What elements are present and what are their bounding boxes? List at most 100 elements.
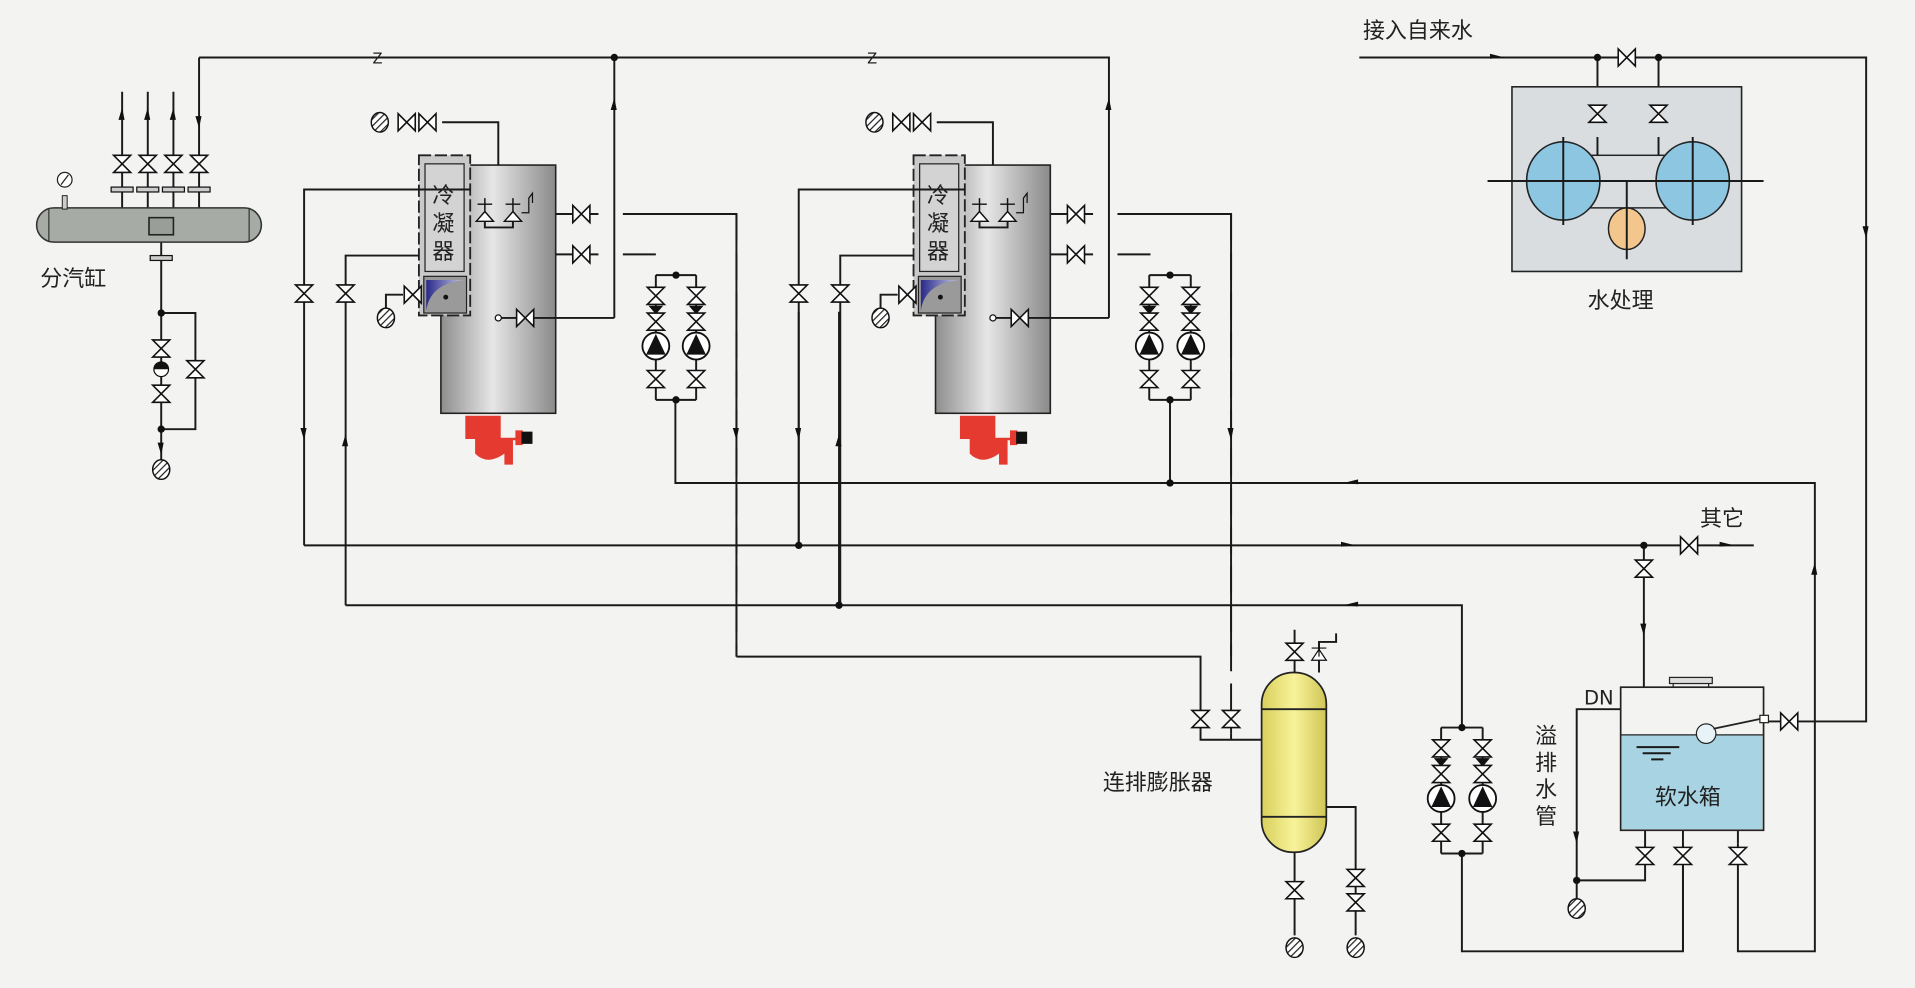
valve-icon bbox=[293, 284, 315, 303]
steam-header-label: 分汽缸 bbox=[40, 267, 106, 292]
pipe bbox=[345, 604, 1463, 728]
boiler-2 bbox=[788, 111, 1233, 657]
flow-arrow-icon bbox=[195, 116, 202, 129]
valve-icon bbox=[515, 307, 535, 329]
flange-icon bbox=[149, 254, 173, 262]
valve-icon bbox=[188, 154, 210, 174]
check-valve-icon bbox=[648, 305, 664, 315]
pump-icon bbox=[1134, 331, 1164, 361]
valve-icon bbox=[1586, 104, 1608, 124]
flange-icon bbox=[136, 186, 160, 193]
overflow-pipe-label-1: 溢 bbox=[1535, 724, 1557, 749]
valve-icon bbox=[645, 369, 667, 389]
valve-icon bbox=[1430, 738, 1452, 758]
junction-dot bbox=[610, 53, 618, 62]
flow-arrow-icon bbox=[1343, 601, 1359, 607]
soft-water-level bbox=[1621, 734, 1763, 830]
valve-icon bbox=[1220, 709, 1242, 729]
valve-icon bbox=[829, 284, 851, 303]
check-valve-icon bbox=[1183, 305, 1199, 315]
safety-valve-icon bbox=[474, 198, 524, 223]
drain-icon bbox=[1285, 937, 1304, 959]
junction-dot bbox=[795, 541, 803, 550]
valve-icon bbox=[1066, 203, 1086, 225]
valve-icon bbox=[1648, 104, 1669, 124]
safety-valve-icon bbox=[1310, 641, 1328, 661]
blowdown-expansion-tank-label: 连排膨胀器 bbox=[1103, 771, 1213, 796]
drain-icon bbox=[871, 307, 890, 329]
valve-icon bbox=[184, 359, 206, 379]
water-treatment-label: 水处理 bbox=[1588, 289, 1654, 314]
valve-icon bbox=[418, 111, 437, 133]
drain-icon bbox=[1567, 898, 1586, 920]
junction-dot bbox=[1166, 271, 1174, 279]
valve-icon bbox=[645, 286, 667, 306]
valve-icon bbox=[1617, 46, 1637, 68]
pipe bbox=[304, 544, 1754, 688]
valve-icon bbox=[1284, 642, 1306, 662]
pipe bbox=[674, 399, 1816, 953]
flange-icon bbox=[110, 186, 134, 193]
valve-icon bbox=[685, 312, 707, 331]
junction-dot bbox=[1166, 479, 1174, 487]
flow-arrow-icon bbox=[169, 107, 176, 120]
valve-icon bbox=[685, 286, 707, 306]
junction-dot bbox=[835, 601, 843, 609]
flange-icon bbox=[161, 186, 186, 193]
valve-icon bbox=[1472, 764, 1494, 784]
valve-icon bbox=[335, 284, 357, 303]
valve-icon bbox=[150, 384, 172, 404]
valve-icon bbox=[685, 369, 707, 389]
condenser-1-label-3: 器 bbox=[432, 240, 454, 265]
drain-icon bbox=[1346, 937, 1365, 959]
valve-icon bbox=[111, 154, 133, 174]
overflow-pipe-label-4: 管 bbox=[1535, 805, 1557, 830]
drain-icon bbox=[370, 111, 390, 133]
dn-label: DN bbox=[1584, 686, 1614, 709]
drain-icon bbox=[376, 307, 396, 329]
valve-icon bbox=[571, 243, 591, 265]
valve-icon bbox=[1779, 710, 1799, 732]
pump-icon bbox=[681, 331, 711, 361]
valve-icon bbox=[1180, 369, 1202, 389]
flow-arrow-icon bbox=[157, 442, 164, 455]
condenser-core bbox=[424, 163, 465, 273]
valve-icon bbox=[1430, 764, 1452, 784]
valve-icon bbox=[1180, 312, 1202, 331]
flow-arrow-icon bbox=[610, 97, 617, 111]
blowdown-expansion-tank bbox=[1260, 671, 1328, 854]
flow-arrow-icon bbox=[300, 427, 307, 441]
condenser-2-label-2: 凝 bbox=[927, 212, 949, 237]
flow-arrow-icon bbox=[144, 107, 151, 120]
valve-icon bbox=[645, 312, 667, 331]
valve-icon bbox=[1345, 868, 1367, 888]
flow-arrow-icon bbox=[1343, 479, 1359, 485]
junction-dot bbox=[1458, 723, 1466, 732]
valve-icon bbox=[1430, 823, 1452, 843]
flange-icon bbox=[187, 186, 211, 193]
junction-dot bbox=[1654, 53, 1663, 62]
equipment bbox=[35, 86, 1770, 854]
junction-dot bbox=[1593, 53, 1602, 62]
junction-dot bbox=[157, 309, 165, 317]
valve-icon bbox=[1679, 534, 1699, 556]
overflow-pipe-label-3: 水 bbox=[1535, 778, 1557, 803]
valve-icon bbox=[912, 111, 932, 133]
condenser-2-label-3: 器 bbox=[927, 240, 949, 265]
flow-arrow-icon bbox=[1227, 427, 1234, 441]
flow-arrow-icon bbox=[1862, 226, 1869, 239]
valve-icon bbox=[397, 111, 417, 133]
valve-icon bbox=[1138, 286, 1160, 306]
valve-icon bbox=[1472, 823, 1494, 843]
steam-line-mark-2: Z bbox=[867, 51, 877, 68]
pipe bbox=[736, 655, 1262, 741]
flow-arrow-icon bbox=[1105, 97, 1112, 111]
check-valve-icon bbox=[1475, 758, 1490, 767]
valve-icon bbox=[891, 111, 911, 133]
flow-arrow-icon bbox=[341, 434, 349, 447]
flow-arrow-icon bbox=[835, 434, 842, 447]
valve-icon bbox=[1634, 846, 1656, 866]
soft-water-tank-label: 软水箱 bbox=[1655, 786, 1721, 811]
